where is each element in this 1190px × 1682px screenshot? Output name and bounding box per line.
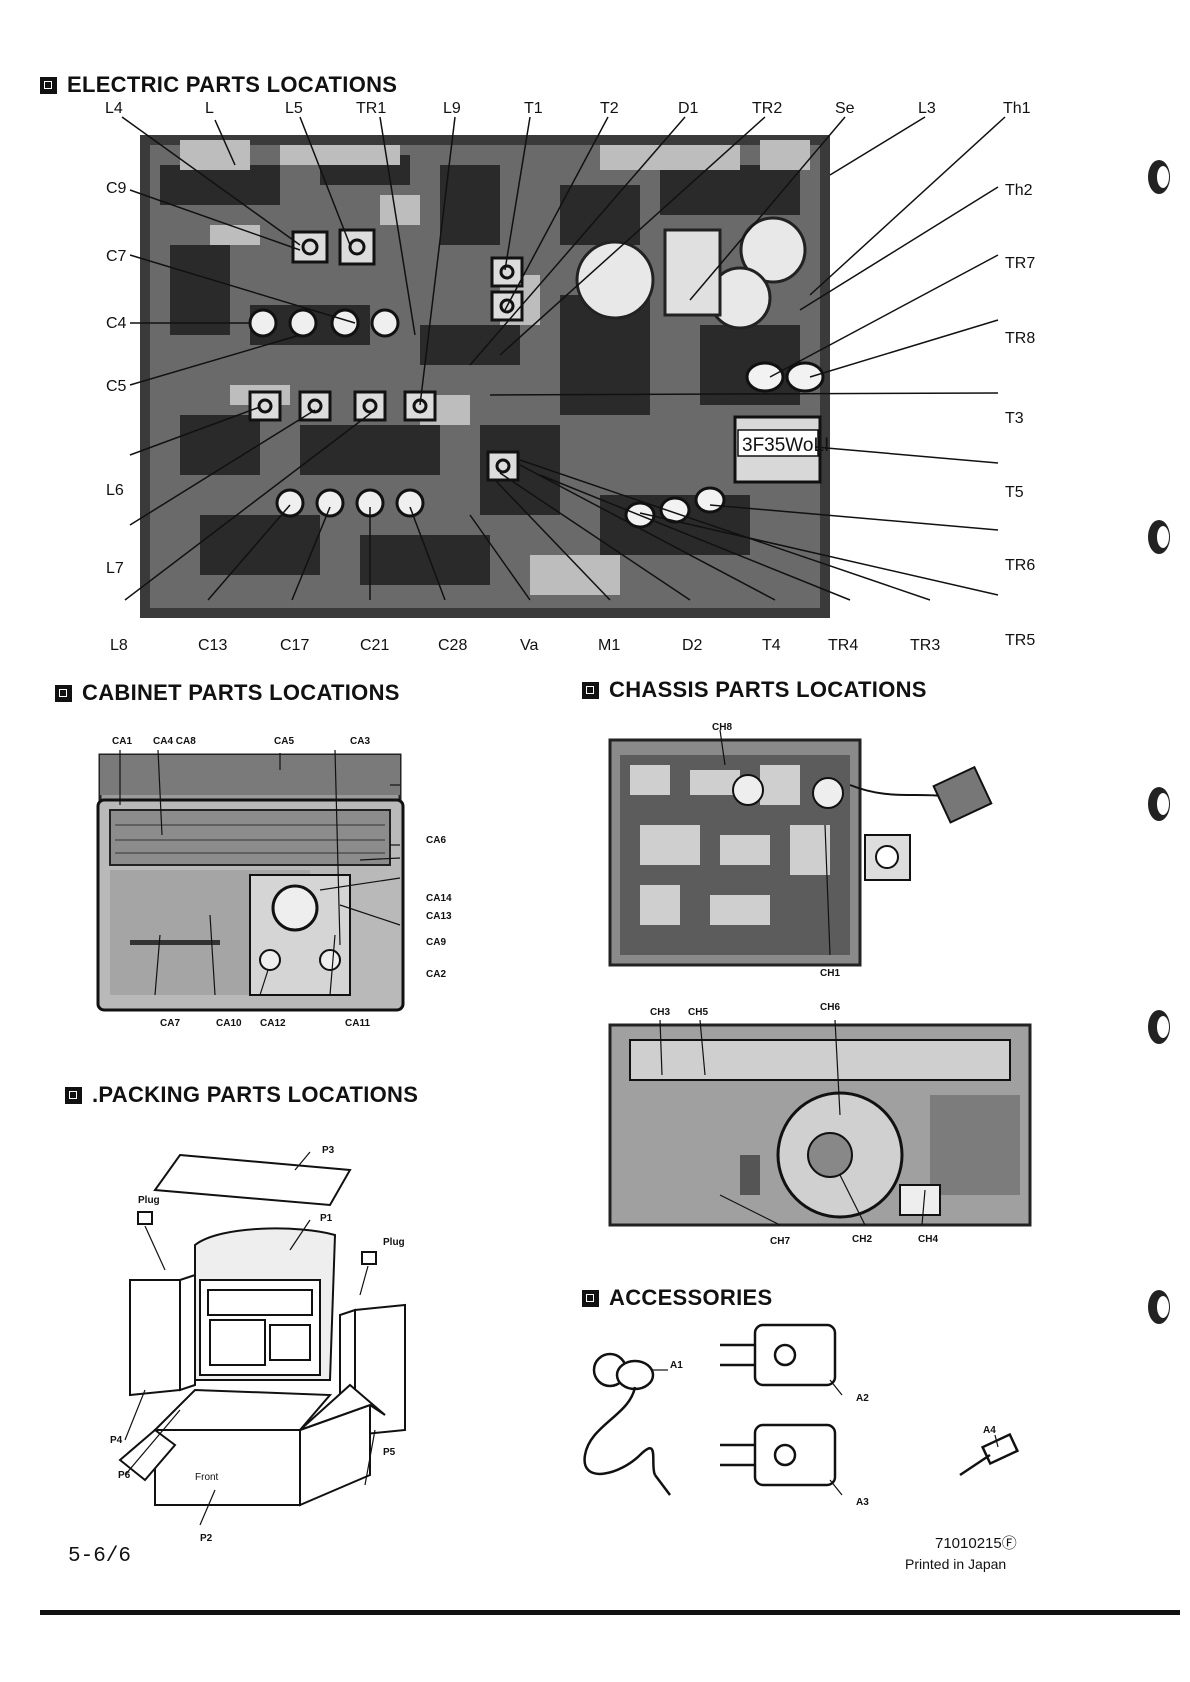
label-tr7: TR7 (1005, 255, 1036, 272)
label-tr8: TR8 (1005, 330, 1036, 347)
electric-board-photo: 3F35WoLI (121, 116, 1006, 618)
document-number: 71010215Ⓕ (935, 1535, 1017, 1552)
label-d2: D2 (682, 637, 703, 654)
label-tr3: TR3 (910, 637, 941, 654)
label-ch1: CH1 (820, 968, 841, 979)
label-p1: P1 (320, 1213, 333, 1224)
label-t3: T3 (1005, 410, 1024, 427)
label-d1: D1 (678, 100, 699, 117)
bottom-rule (40, 1610, 1180, 1615)
label-t4: T4 (762, 637, 781, 654)
chassis-upper-photo (608, 729, 1010, 975)
label-t5: T5 (1005, 484, 1024, 501)
label-c17: C17 (280, 637, 310, 654)
label-ca6: CA6 (426, 835, 447, 846)
label-c7: C7 (106, 248, 127, 265)
label-ch7: CH7 (770, 1236, 791, 1247)
label-ca13: CA13 (426, 911, 452, 922)
label-l9: L9 (443, 100, 461, 117)
electric-section-title: ELECTRIC PARTS LOCATIONS (40, 72, 397, 98)
label-t2: T2 (600, 100, 619, 117)
label-ca5: CA5 (274, 736, 295, 747)
label-ca2: CA2 (426, 969, 447, 980)
label-plug-left: Plug (138, 1195, 160, 1206)
label-ca9: CA9 (426, 937, 447, 948)
label-c5: C5 (106, 378, 127, 395)
label-tr1: TR1 (356, 100, 387, 117)
label-ch3: CH3 (650, 1007, 671, 1018)
page-number: 5-6/6 (68, 1545, 132, 1568)
label-c21: C21 (360, 637, 390, 654)
label-plug-right: Plug (383, 1237, 405, 1248)
packing-drawing (118, 1151, 406, 1526)
label-m1: M1 (598, 637, 621, 654)
punch-hole (1148, 520, 1170, 554)
label-ca14: CA14 (426, 893, 452, 904)
label-ch2: CH2 (852, 1234, 873, 1245)
label-l8: L8 (110, 637, 128, 654)
accessories-section-title: ACCESSORIES (582, 1285, 772, 1311)
punch-hole (1148, 1010, 1170, 1044)
label-ca11: CA11 (345, 1018, 371, 1029)
printed-in: Printed in Japan (905, 1556, 1007, 1572)
label-tr6: TR6 (1005, 557, 1036, 574)
packing-section-title: .PACKING PARTS LOCATIONS (65, 1082, 418, 1108)
board-marking: 3F35WoLI (742, 435, 829, 456)
label-ca7: CA7 (160, 1018, 181, 1029)
label-c4: C4 (106, 315, 127, 332)
label-se: Se (835, 100, 855, 117)
label-ca4-ca8: CA4 CA8 (153, 736, 196, 747)
label-l: L (205, 100, 214, 117)
label-tr4: TR4 (828, 637, 859, 654)
label-a4: A4 (983, 1425, 996, 1436)
label-front: Front (195, 1472, 219, 1483)
label-l6: L6 (106, 482, 124, 499)
label-l4: L4 (105, 100, 123, 117)
label-a2: A2 (856, 1393, 869, 1404)
label-va: Va (520, 637, 539, 654)
punch-hole (1148, 1290, 1170, 1324)
punch-hole (1148, 787, 1170, 821)
label-p5: P5 (383, 1447, 396, 1458)
label-ch6: CH6 (820, 1002, 841, 1013)
label-a3: A3 (856, 1497, 869, 1508)
label-p2: P2 (200, 1533, 213, 1544)
label-a1: A1 (670, 1360, 683, 1371)
label-ch8: CH8 (712, 722, 733, 733)
label-ch5: CH5 (688, 1007, 709, 1018)
accessories-drawing (583, 1323, 1020, 1496)
label-ca1: CA1 (112, 736, 133, 747)
chassis-lower-photo (608, 1019, 1032, 1227)
label-p3: P3 (322, 1145, 335, 1156)
label-c13: C13 (198, 637, 228, 654)
punch-hole (1148, 160, 1170, 194)
label-tr5: TR5 (1005, 632, 1036, 649)
label-l7: L7 (106, 560, 124, 577)
chassis-section-title: CHASSIS PARTS LOCATIONS (582, 677, 927, 703)
cabinet-photo (96, 749, 405, 1012)
label-l3: L3 (918, 100, 936, 117)
label-p4: P4 (110, 1435, 123, 1446)
cabinet-section-title: CABINET PARTS LOCATIONS (55, 680, 400, 706)
label-ca12: CA12 (260, 1018, 286, 1029)
label-p6: P6 (118, 1470, 131, 1481)
label-t1: T1 (524, 100, 543, 117)
label-th1: Th1 (1003, 100, 1031, 117)
label-ch4: CH4 (918, 1234, 939, 1245)
label-l5: L5 (285, 100, 303, 117)
label-tr2: TR2 (752, 100, 783, 117)
label-ca10: CA10 (216, 1018, 242, 1029)
label-c28: C28 (438, 637, 468, 654)
label-th2: Th2 (1005, 182, 1033, 199)
label-c9: C9 (106, 180, 127, 197)
label-ca3: CA3 (350, 736, 371, 747)
